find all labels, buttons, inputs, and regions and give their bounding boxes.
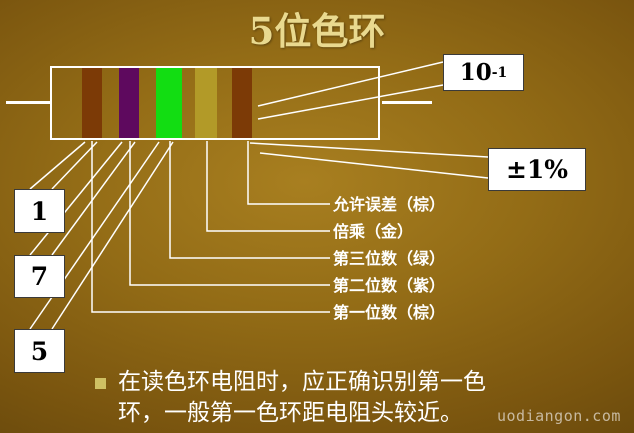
multiplier-base: 10 bbox=[459, 59, 492, 86]
band-label-list: 允许误差（棕） 倍乘（金） 第三位数（绿） 第二位数（紫） 第一位数（棕） bbox=[333, 191, 445, 326]
note-bullet-square bbox=[95, 378, 106, 389]
connector-digit3-box-a bbox=[29, 141, 160, 330]
band-second-digit-purple bbox=[119, 68, 139, 138]
connector-tolerance-label bbox=[247, 141, 330, 205]
connector-digit1-box-b bbox=[51, 141, 98, 190]
slide-title: 5位色环 bbox=[248, 9, 386, 53]
band-multiplier-gold bbox=[195, 68, 217, 138]
label-first-digit: 第一位数（棕） bbox=[333, 303, 446, 322]
connector-multiplier-box-b bbox=[257, 84, 444, 120]
multiplier-value-box: 10-1 bbox=[443, 54, 524, 91]
resistor-body bbox=[50, 66, 380, 140]
watermark: uodiangon.com bbox=[497, 407, 621, 425]
resistor-lead-left bbox=[6, 101, 50, 104]
connector-first-digit-label bbox=[91, 141, 330, 313]
digit2-value-box: 7 bbox=[14, 255, 65, 298]
connector-second-digit-label bbox=[129, 141, 330, 286]
band-first-digit-brown bbox=[82, 68, 102, 138]
connector-multiplier-box-a bbox=[257, 61, 444, 107]
band-third-digit-green bbox=[156, 68, 182, 138]
label-second-digit: 第二位数（紫） bbox=[333, 276, 446, 295]
band-tolerance-brown bbox=[232, 68, 252, 138]
tolerance-value-box: ±1% bbox=[488, 148, 586, 191]
resistor-lead-right bbox=[382, 101, 432, 104]
connector-third-digit-label bbox=[169, 141, 330, 259]
note-line-1: 在读色环电阻时，应正确识别第一色 bbox=[118, 369, 486, 395]
connector-digit2-box-a bbox=[29, 141, 123, 256]
note-line-2: 环，一般第一色环距电阻头较近。 bbox=[118, 400, 463, 426]
label-tolerance: 允许误差（棕） bbox=[333, 195, 446, 214]
digit3-value-box: 5 bbox=[14, 329, 65, 373]
label-third-digit: 第三位数（绿） bbox=[333, 249, 446, 268]
connector-tolerance-box-a bbox=[249, 142, 489, 158]
connector-tolerance-box-b bbox=[259, 152, 489, 179]
note-text: 在读色环电阻时，应正确识别第一色 环，一般第一色环距电阻头较近。 bbox=[118, 367, 486, 429]
connector-digit2-box-b bbox=[51, 141, 136, 256]
connector-digit3-box-b bbox=[51, 141, 174, 330]
connector-multiplier-label bbox=[206, 141, 330, 232]
connector-digit1-box-a bbox=[29, 141, 86, 190]
digit1-value-box: 1 bbox=[14, 189, 65, 233]
label-multiplier: 倍乘（金） bbox=[333, 222, 414, 241]
